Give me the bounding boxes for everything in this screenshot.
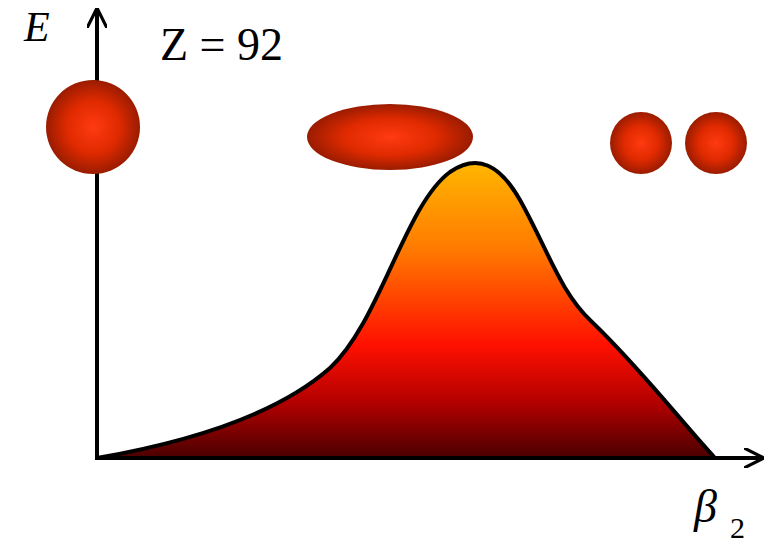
deformed-nucleus: [307, 104, 473, 170]
spherical-nucleus: [46, 80, 140, 174]
axis-label: β: [694, 484, 717, 530]
energy-axis: [95, 10, 99, 460]
element-label: Z = 92: [160, 22, 283, 68]
axis-label: E: [24, 6, 50, 48]
fission-fragment: [610, 112, 672, 174]
axis-subscript: 2: [730, 513, 745, 543]
fission-barrier: [97, 163, 715, 458]
deformation-axis: [95, 456, 762, 460]
fission-fragment: [685, 112, 747, 174]
